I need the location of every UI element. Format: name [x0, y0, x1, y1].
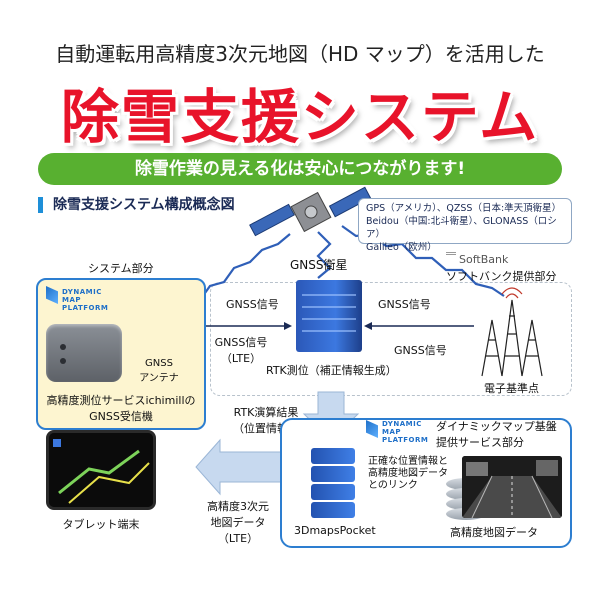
satellite-info-line: Beidou（中国:北斗衛星）、GLONASS（ロシア）	[366, 216, 557, 240]
signal-zigzag-center	[316, 231, 332, 279]
gnss-satellite-label: GNSS衛星	[290, 258, 348, 272]
section-title: 除雪支援システム構成概念図	[38, 197, 235, 213]
hd-map-label: 高精度3次元 地図データ （LTE）	[207, 500, 269, 545]
link-label: 正確な位置情報と 高精度地図データ とのリンク	[368, 456, 448, 491]
receiver-label: 高精度測位サービスichimillの GNSS受信機	[46, 394, 196, 423]
dmp-logo-service: DYNAMIC MAP PLATFORM	[382, 420, 429, 444]
system-part-label: システム部分	[88, 262, 154, 275]
softbank-part-label: ソフトバンク提供部分	[446, 270, 557, 283]
gnss-signal-label-bottom: GNSS信号	[394, 344, 447, 357]
page-title: 除雪支援システム	[60, 83, 540, 151]
device-button	[60, 358, 66, 364]
dmp-logo-mark	[366, 420, 378, 438]
tablet-label: タブレット端末	[62, 518, 140, 531]
device-button	[60, 344, 66, 350]
gnss-antenna-label: GNSS アンテナ	[139, 358, 179, 384]
gnss-signal-label-left: GNSS信号	[226, 298, 279, 311]
point-cloud-map-image	[462, 456, 562, 518]
gnss-receiver-device	[46, 324, 122, 382]
satellite-info-line: Galileo（欧州）	[366, 242, 437, 253]
tablet-icon	[46, 430, 156, 510]
rtk-positioning-label: RTK測位（補正情報生成）	[266, 364, 397, 377]
gnss-signal-label-right: GNSS信号	[378, 298, 431, 311]
map-data-label: 高精度地図データ	[450, 526, 538, 539]
softbank-logo: SoftBank	[446, 252, 508, 266]
pocket-label: 3DmapsPocket	[294, 524, 376, 537]
dmp-service-label: ダイナミックマップ基盤 提供サービス部分	[436, 420, 557, 449]
satellite-info-line: GPS（アメリカ）、QZSS（日本:準天頂衛星）	[366, 203, 562, 214]
soft-frame	[210, 282, 572, 396]
tagline-banner: 除雪作業の見える化は安心につながります!	[38, 153, 562, 185]
rtk-server-icon	[296, 280, 362, 352]
dmp-logo-mark	[46, 286, 58, 304]
satellite-icon	[249, 186, 372, 237]
reference-station-label: 電子基準点	[484, 382, 539, 395]
dmp-logo-system: DYNAMIC MAP PLATFORM	[62, 288, 109, 312]
tablet-screen	[49, 433, 153, 507]
tower-icons	[481, 287, 543, 377]
header-subtitle: 自動運転用高精度3次元地図（HD マップ）を活用した	[55, 42, 545, 66]
softbank-logo-icon	[446, 252, 456, 263]
pocket-server-icon	[308, 448, 358, 518]
satellite-info-box: GPS（アメリカ）、QZSS（日本:準天頂衛星） Beidou（中国:北斗衛星）…	[358, 198, 572, 253]
gnss-signal-lte-label: GNSS信号 （LTE）	[214, 336, 268, 365]
